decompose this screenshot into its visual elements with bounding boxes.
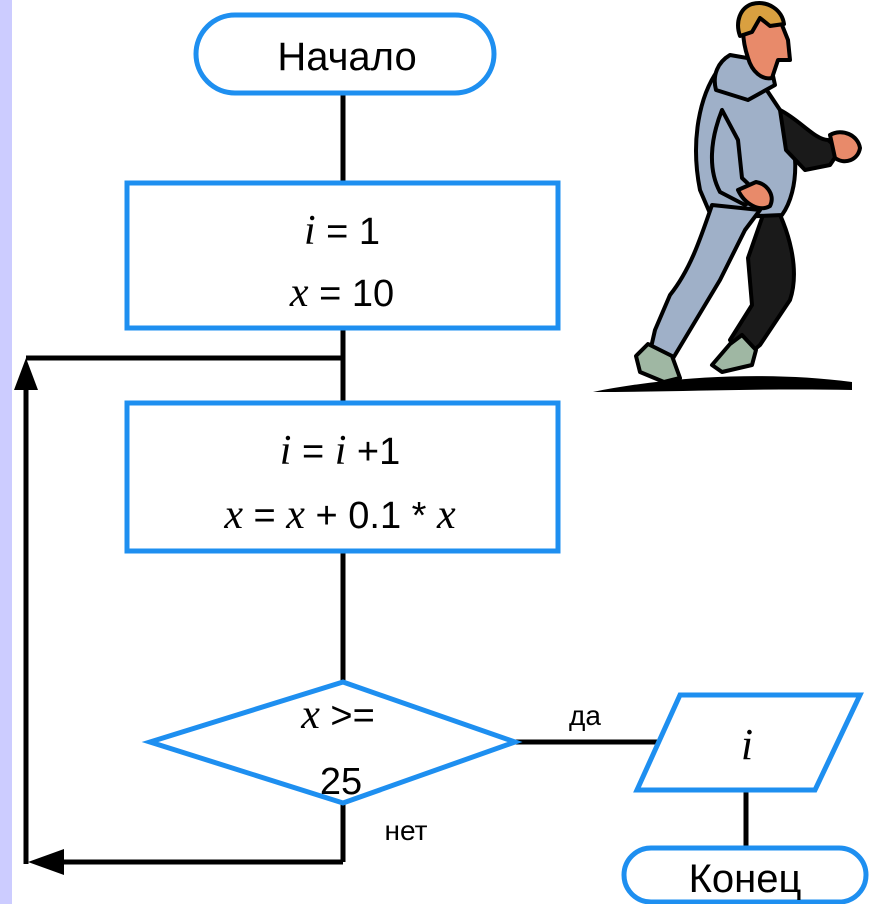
left-band [0, 0, 12, 904]
front-fist [736, 180, 774, 211]
condition-decision: x >= 25 да нет [141, 679, 601, 846]
no-label: нет [385, 815, 428, 846]
init-line-1: i = 1 [304, 208, 380, 254]
output-parallelogram [633, 692, 864, 793]
start-terminator [193, 12, 497, 96]
init-line-2: x = 10 [289, 270, 394, 316]
yes-label: да [569, 700, 601, 731]
arrow-up-icon [14, 358, 38, 390]
running-man-illustration [593, 1, 862, 392]
output-node: i [633, 692, 864, 793]
hair [736, 1, 786, 38]
front-shoe [634, 342, 682, 384]
start-node: Начало [193, 12, 497, 96]
back-fist [828, 130, 862, 164]
output-label: i [741, 720, 753, 769]
end-label: Конец [689, 857, 802, 901]
condition-diamond [141, 679, 523, 806]
loop-body-line-1: i = i +1 [280, 428, 401, 474]
init-box [124, 180, 561, 331]
connectors [23, 93, 749, 865]
loop-body-box [124, 400, 561, 554]
end-terminator [621, 845, 869, 904]
arrow-left-icon [28, 849, 64, 875]
ground-shadow [593, 376, 852, 392]
condition-value: 25 [320, 761, 362, 803]
loop-body-line-2: x = x + 0.1 * x [223, 492, 456, 538]
start-label: Начало [277, 35, 416, 79]
back-arm [778, 108, 842, 172]
end-node: Конец [621, 845, 869, 904]
init-process: i = 1 x = 10 [124, 180, 561, 331]
condition-line-1: x >= [300, 692, 375, 738]
loop-body-process: i = i +1 x = x + 0.1 * x [124, 400, 561, 554]
front-leg [648, 203, 762, 362]
back-shoe [710, 333, 758, 374]
